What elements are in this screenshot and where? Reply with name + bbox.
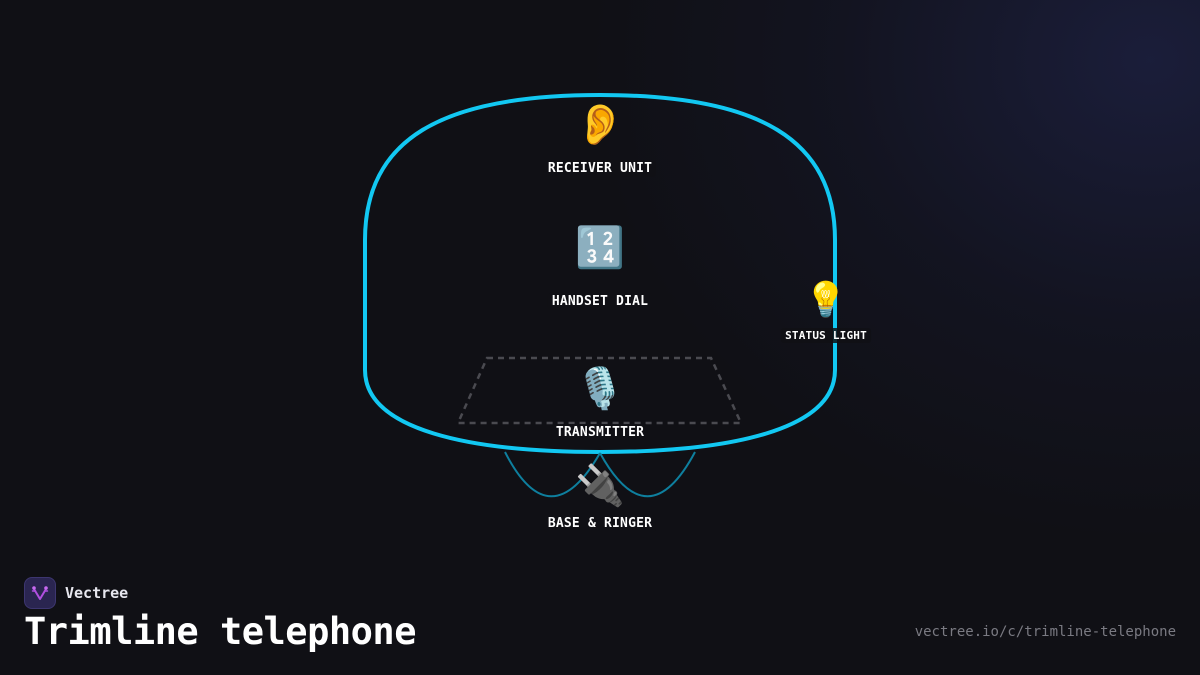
handset-outline[interactable] bbox=[363, 92, 837, 455]
light-bulb-icon: 💡 bbox=[804, 280, 848, 320]
node-label: STATUS LIGHT bbox=[781, 328, 871, 343]
node-label: TRANSMITTER bbox=[551, 424, 649, 441]
electric-plug-icon: 🔌 bbox=[575, 463, 625, 509]
node-label: RECEIVER UNIT bbox=[543, 160, 657, 177]
node-receiver-unit[interactable]: 👂 RECEIVER UNIT bbox=[543, 102, 657, 177]
node-handset-dial[interactable]: 🔢 HANDSET DIAL bbox=[547, 225, 653, 310]
cord-left bbox=[504, 451, 601, 498]
node-status-light[interactable]: 💡 STATUS LIGHT bbox=[781, 280, 871, 343]
source-url[interactable]: vectree.io/c/trimline-telephone bbox=[914, 624, 1176, 640]
vectree-logo-icon bbox=[24, 577, 56, 609]
keycap-1234-icon: 🔢 bbox=[575, 225, 625, 271]
page-title: Trimline telephone bbox=[24, 610, 416, 653]
node-base-ringer[interactable]: 🔌 BASE & RINGER bbox=[543, 463, 657, 532]
brand: Vectree bbox=[24, 577, 128, 609]
brand-name: Vectree bbox=[65, 584, 129, 602]
cord-right bbox=[599, 451, 696, 498]
node-label: HANDSET DIAL bbox=[547, 293, 653, 310]
node-label: BASE & RINGER bbox=[543, 515, 657, 532]
node-transmitter[interactable]: 🎙️ TRANSMITTER bbox=[551, 366, 649, 441]
microphone-icon: 🎙️ bbox=[575, 366, 625, 412]
ear-icon: 👂 bbox=[575, 102, 625, 148]
